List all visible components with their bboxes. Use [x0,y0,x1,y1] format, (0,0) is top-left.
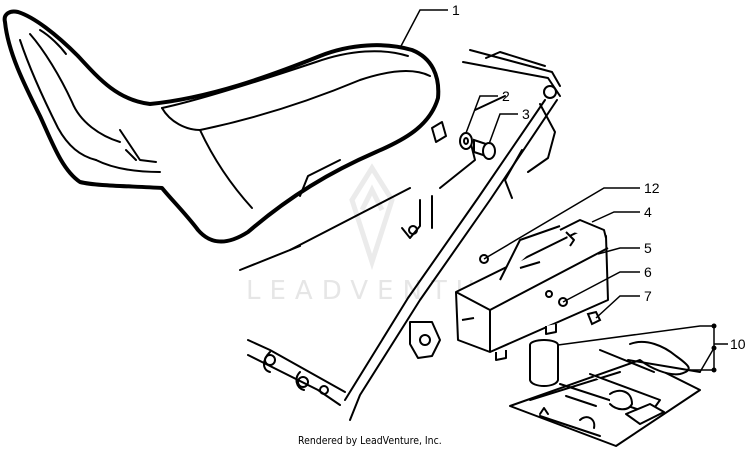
bolt [473,138,496,160]
callout-10: 10 [730,336,746,352]
leader-dots [711,323,717,373]
callout-5: 5 [644,240,652,256]
callout-1: 1 [452,2,460,18]
frame-bolts [264,85,557,395]
washer-5 [545,290,553,298]
callout-7: 7 [644,288,652,304]
tool-kit [509,339,701,447]
callout-2: 2 [502,88,510,104]
grommet [459,132,473,150]
tool-box [455,219,609,361]
callout-4: 4 [644,204,652,220]
fasteners [479,254,602,326]
callout-6: 6 [644,264,652,280]
frame [239,49,561,421]
callout-12: 12 [644,180,660,196]
seat [2,9,447,244]
callout-labels: 1 2 3 12 4 5 6 7 10 [452,2,746,352]
callout-3: 3 [522,106,530,122]
credit-text: Rendered by LeadVenture, Inc. [298,434,442,447]
screw-7 [586,310,602,326]
